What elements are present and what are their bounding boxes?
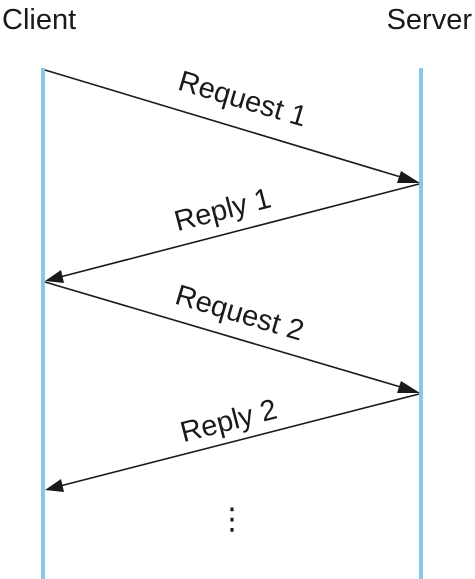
arrow-line [59,393,420,487]
message-label: Reply 1 [171,182,274,238]
arrow-head-left-icon [45,270,64,283]
arrow-head-right-icon [397,171,420,183]
message-label: Request 1 [175,65,311,133]
arrow-line [59,183,420,278]
arrow-head-right-icon [397,381,420,393]
arrow-line [44,69,405,179]
message-request-2: Request 2 [44,279,420,393]
message-request-1: Request 1 [44,65,420,183]
message-reply-2: Reply 2 [45,393,420,492]
message-label: Request 2 [172,279,308,347]
client-label: Client [2,4,76,36]
continuation-ellipsis: ⋮ [217,503,247,536]
arrow-line [44,281,405,389]
server-label: Server [387,4,473,36]
message-reply-1: Reply 1 [45,182,420,283]
message-label: Reply 2 [177,393,280,449]
arrow-head-left-icon [45,479,64,492]
